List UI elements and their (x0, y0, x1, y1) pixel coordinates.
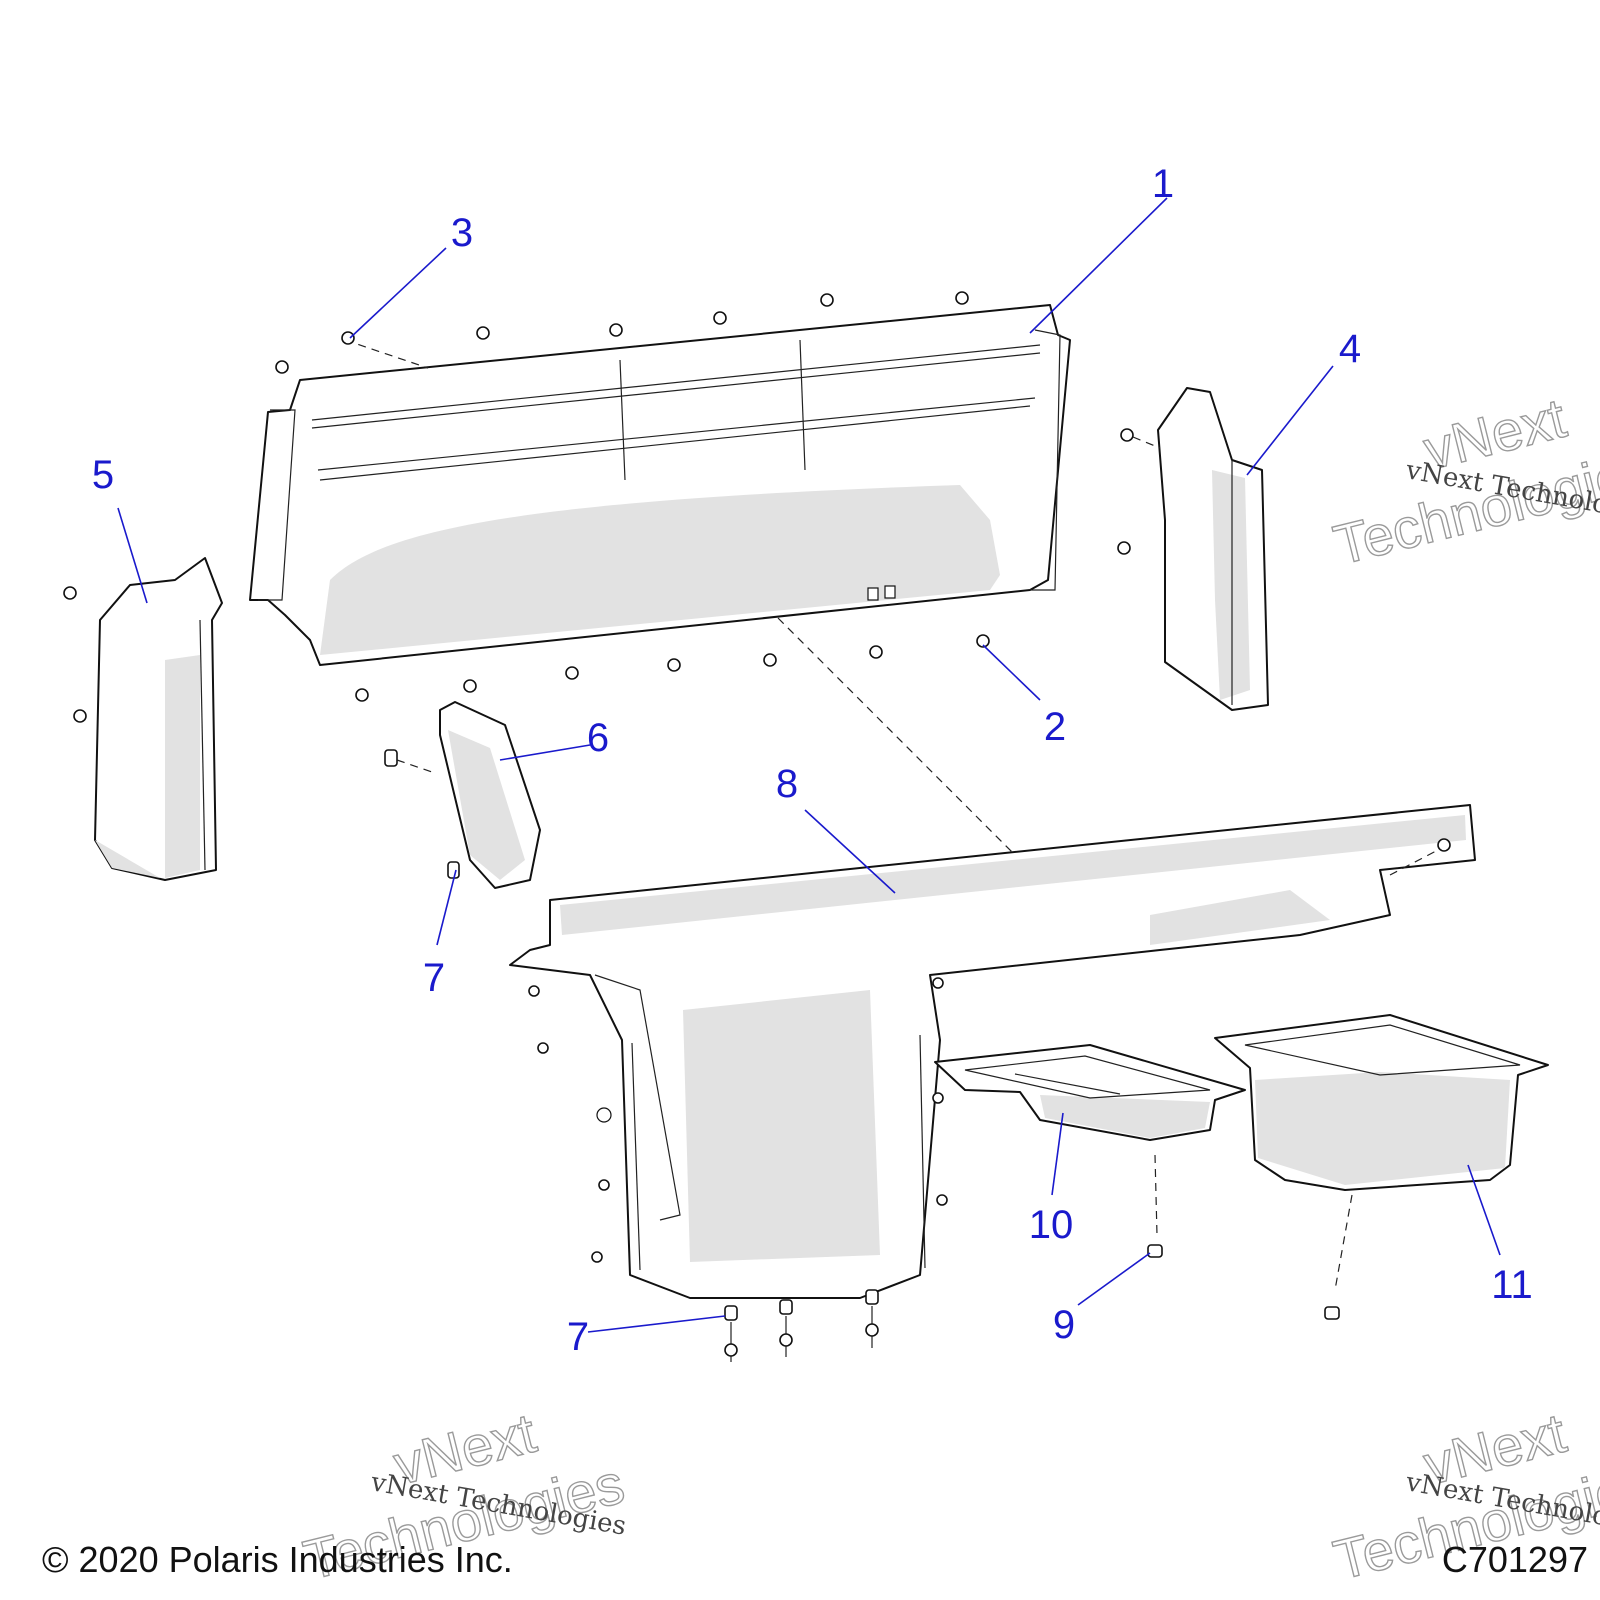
callout-2: 2 (1044, 705, 1066, 749)
copyright-notice: © 2020 Polaris Industries Inc. (42, 1539, 513, 1580)
callout-7-upper: 7 (423, 956, 445, 1000)
callout-labels: 1 2 3 4 5 6 7 7 8 9 10 11 (92, 162, 1533, 1359)
callout-8: 8 (776, 762, 798, 806)
callout-11: 11 (1491, 1263, 1533, 1307)
figure-code: C701297 (1442, 1539, 1588, 1580)
leader-dash-panel-to-floor (777, 617, 1019, 859)
callout-3: 3 (451, 211, 473, 255)
part-small-tray (934, 1044, 1246, 1258)
part-right-side-panel (1117, 387, 1269, 711)
callout-5: 5 (92, 453, 114, 497)
callout-10: 10 (1029, 1203, 1074, 1247)
part-trim-pad (384, 701, 541, 889)
part-left-side-panel (63, 557, 223, 881)
callout-9: 9 (1053, 1303, 1075, 1347)
leader-dash-3 (344, 339, 429, 369)
callout-leaders (117, 197, 1501, 1333)
part-large-bin (1214, 1014, 1549, 1320)
callout-4: 4 (1339, 327, 1361, 371)
fasteners-bottom-row (355, 634, 990, 702)
callout-1: 1 (1152, 162, 1174, 206)
callout-7-lower: 7 (567, 1315, 589, 1359)
fasteners-tub-bottom (724, 1289, 879, 1362)
part-rear-panel (249, 304, 1071, 666)
fasteners-top-row (275, 291, 969, 374)
callout-6: 6 (587, 716, 609, 760)
part-rear-floor-tub (509, 804, 1476, 1299)
